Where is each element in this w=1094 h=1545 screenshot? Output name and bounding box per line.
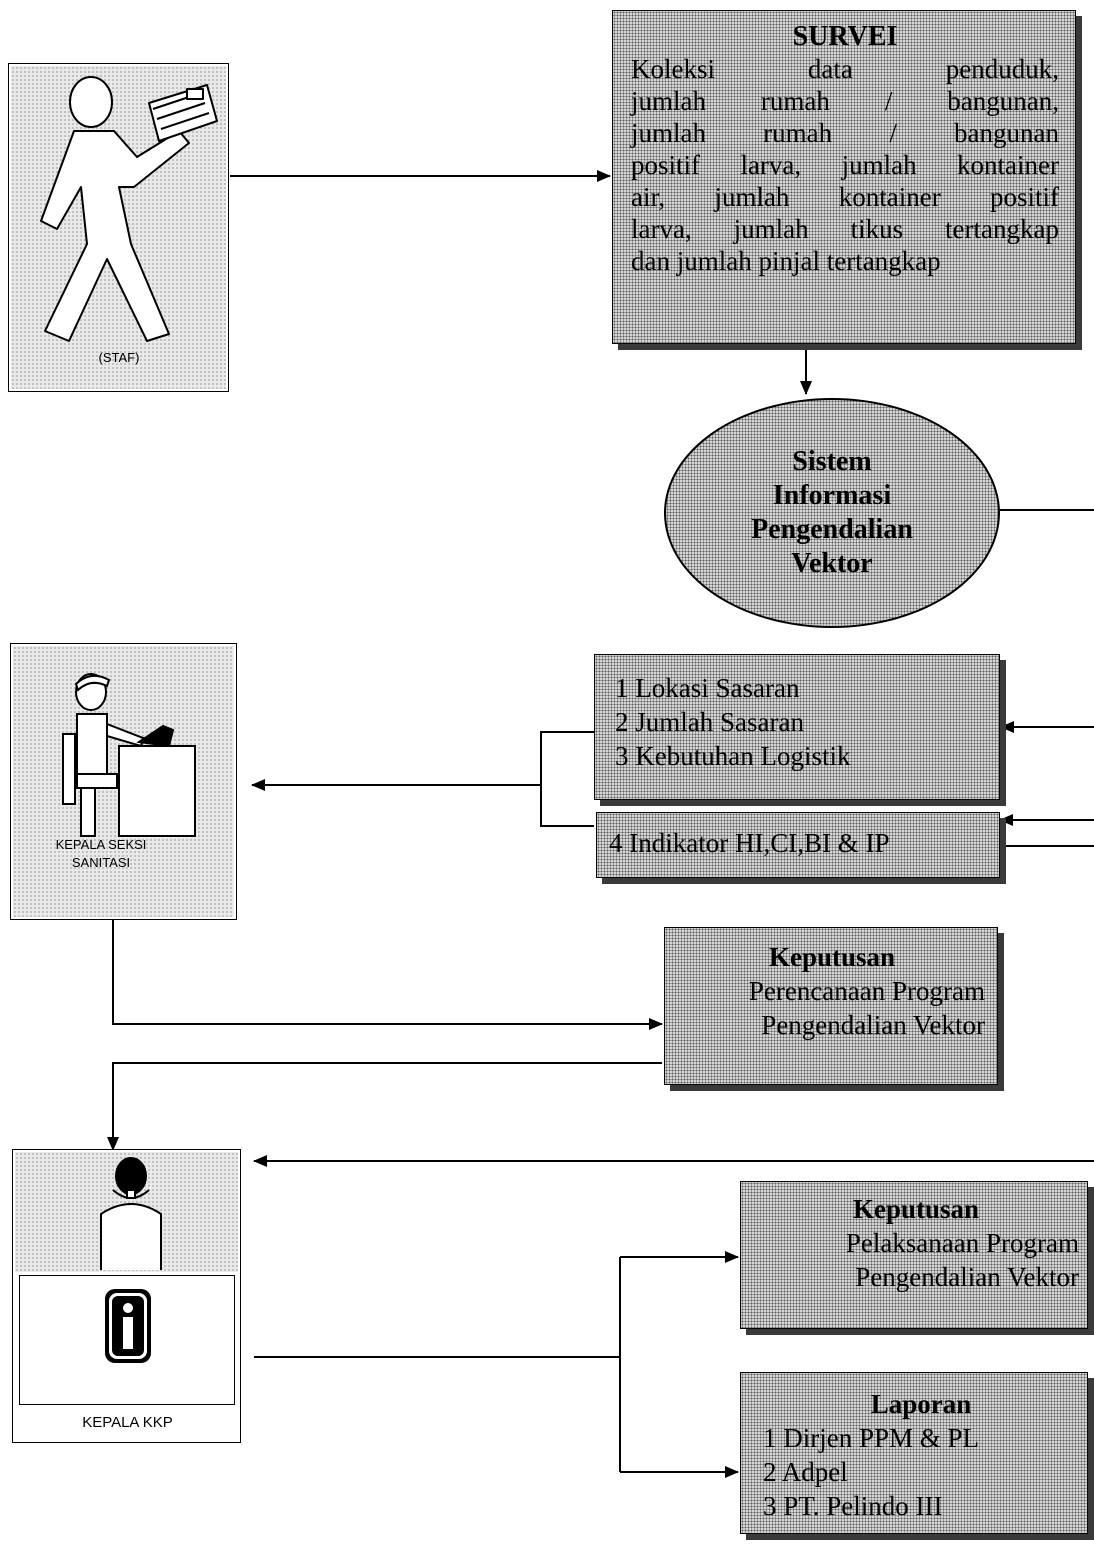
arrow-perencanaan-to-kkp xyxy=(107,1062,662,1151)
sasaran-line-3: 3 Kebutuhan Logistik xyxy=(615,741,851,771)
keputusan-pelaksanaan-line-2: Pengendalian Vektor xyxy=(855,1262,1079,1292)
bracket-sasaran xyxy=(540,731,594,827)
actor-kepala-seksi-bg xyxy=(13,646,234,917)
laporan-line-3: 3 PT. Pelindo III xyxy=(763,1491,943,1521)
walking-person-icon xyxy=(40,76,218,342)
sasaran-box: 1 Lokasi Sasaran 2 Jumlah Sasaran 3 Kebu… xyxy=(594,654,1000,800)
info-panel xyxy=(19,1275,235,1405)
keputusan-perencanaan-title: Keputusan xyxy=(768,942,896,972)
system-line-1: Sistem xyxy=(792,446,872,477)
indikator-box: 4 Indikator HI,CI,BI & IP xyxy=(596,812,1000,878)
survei-line-4: positif larva, jumlah kontainer xyxy=(631,150,1059,180)
survei-box: SURVEI Koleksi data penduduk, jumlah rum… xyxy=(612,10,1076,344)
laporan-line-2: 2 Adpel xyxy=(763,1457,848,1487)
keputusan-perencanaan-line-2: Pengendalian Vektor xyxy=(761,1010,985,1040)
survei-line-7: dan jumlah pinjal tertangkap xyxy=(631,246,941,276)
sasaran-line-1: 1 Lokasi Sasaran xyxy=(615,673,800,703)
keputusan-pelaksanaan-title: Keputusan xyxy=(852,1194,980,1224)
sasaran-line-2: 2 Jumlah Sasaran xyxy=(615,707,804,737)
desk-worker-icon xyxy=(62,673,196,837)
actor-kepala-seksi: KEPALA SEKSI SANITASI xyxy=(10,643,237,920)
survei-line-2: jumlah rumah / bangunan, xyxy=(631,86,1059,116)
indikator-line: 4 Indikator HI,CI,BI & IP xyxy=(609,828,890,858)
keputusan-perencanaan-box: Keputusan Perencanaan Program Pengendali… xyxy=(664,927,998,1085)
keputusan-perencanaan-line-1: Perencanaan Program xyxy=(748,976,985,1006)
system-circle: Sistem Informasi Pengendalian Vektor xyxy=(664,398,1000,628)
arrow-seksi-to-perencanaan xyxy=(112,920,663,1030)
laporan-title: Laporan xyxy=(870,1389,972,1419)
survei-line-3: jumlah rumah / bangunan xyxy=(631,118,1059,148)
survei-line-5: air, jumlah kontainer positif xyxy=(631,182,1059,212)
system-line-2: Informasi xyxy=(772,480,892,511)
kepala-seksi-caption-1: KEPALA SEKSI xyxy=(55,837,147,852)
kepala-seksi-caption-2: SANITASI xyxy=(71,855,131,870)
staf-caption: (STAF) xyxy=(98,350,140,365)
info-icon xyxy=(105,1289,151,1363)
survei-line-1: Koleksi data penduduk, xyxy=(631,54,1059,84)
kepala-kkp-caption: KEPALA KKP xyxy=(82,1414,173,1431)
actor-staf: (STAF) xyxy=(8,63,229,392)
laporan-line-1: 1 Dirjen PPM & PL xyxy=(763,1423,980,1453)
system-line-4: Vektor xyxy=(791,548,873,579)
officer-icon xyxy=(100,1157,162,1270)
survei-line-6: larva, jumlah tikus tertangkap xyxy=(631,214,1059,244)
survei-title: SURVEI xyxy=(792,21,898,52)
keputusan-pelaksanaan-line-1: Pelaksanaan Program xyxy=(845,1228,1079,1258)
keputusan-pelaksanaan-box: Keputusan Pelaksanaan Program Pengendali… xyxy=(740,1181,1088,1329)
system-line-3: Pengendalian xyxy=(751,514,913,545)
actor-kepala-kkp: KEPALA KKP xyxy=(12,1149,241,1443)
laporan-box: Laporan 1 Dirjen PPM & PL 2 Adpel 3 PT. … xyxy=(740,1372,1088,1534)
